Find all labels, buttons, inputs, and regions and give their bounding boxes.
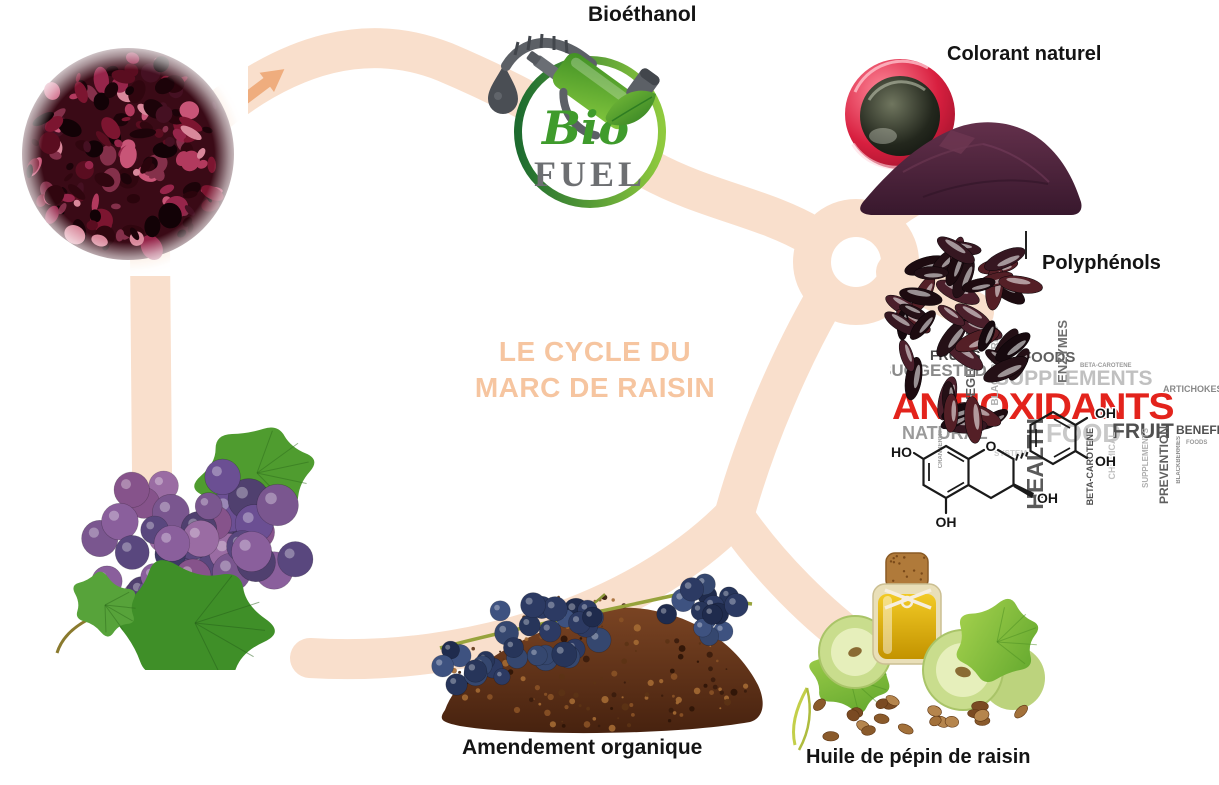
- wordcloud-word: PREVENTION: [1157, 426, 1171, 505]
- wordcloud-word: SUPPLEMENTS: [1141, 428, 1150, 489]
- catechin-molecule-diagram: HO OH O OH OH OH: [890, 404, 1118, 532]
- molecule-atom-label: OH: [936, 514, 957, 530]
- grapes-image: [55, 427, 315, 670]
- fuel-drop-icon: [488, 64, 518, 114]
- biofuel-logo: Bio FUEL: [488, 33, 666, 208]
- label-bioethanol: Bioéthanol: [588, 3, 697, 26]
- wordcloud-word: BLACKBERRIES: [1176, 436, 1182, 484]
- wordcloud-word: ARTICHOKES: [1163, 384, 1219, 394]
- wordcloud-word: FRUIT: [1112, 420, 1174, 443]
- dye-powder-pile: [860, 122, 1082, 215]
- grape-marc-image: [8, 36, 248, 276]
- wordcloud-word: FOOD: [1046, 418, 1122, 448]
- title-line-2: MARC DE RAISIN: [474, 372, 716, 404]
- polyphenol-capsules-image: [884, 236, 1043, 444]
- wordcloud-word: BENEFIT: [1176, 423, 1219, 437]
- label-polyphenols: Polyphénols: [1042, 252, 1161, 274]
- polyphenols-leader-line: [1025, 231, 1027, 259]
- wordcloud-word: FOODS: [1186, 440, 1208, 446]
- label-amendement-organique: Amendement organique: [462, 736, 703, 759]
- wordcloud-word: BETA-CAROTENE: [1080, 363, 1132, 369]
- antioxidants-word-cloud: ANTIOXIDANTS FRUITSVEGETABLESBLACKBERRIE…: [890, 316, 1219, 526]
- wordcloud-word: SUPPLEMENTS: [995, 367, 1153, 390]
- wordcloud-word: SYSTEM: [994, 449, 1027, 458]
- natural-dye-image: [845, 59, 1082, 215]
- leaf-icon: [605, 90, 656, 126]
- wordcloud-word: FOODS: [1022, 349, 1076, 366]
- molecule-atom-label: OH: [1037, 490, 1058, 506]
- molecule-atom-label: OH: [1095, 405, 1116, 421]
- molecule-atom-label: O: [986, 438, 997, 454]
- molecule-atom-label: OH: [1095, 453, 1116, 469]
- page-title: LE CYCLE DU MARC DE RAISIN: [430, 334, 760, 407]
- dye-cup: [845, 59, 955, 170]
- grape-seed-oil-image: [792, 552, 1045, 751]
- label-colorant-naturel: Colorant naturel: [947, 43, 1102, 65]
- organic-amendment-image: [431, 573, 763, 734]
- logo-fuel-text: FUEL: [534, 154, 646, 194]
- title-line-1: LE CYCLE DU: [498, 336, 692, 367]
- label-huile-pepin: Huile de pépin de raisin: [806, 746, 1031, 768]
- molecule-atom-label: HO: [891, 444, 912, 460]
